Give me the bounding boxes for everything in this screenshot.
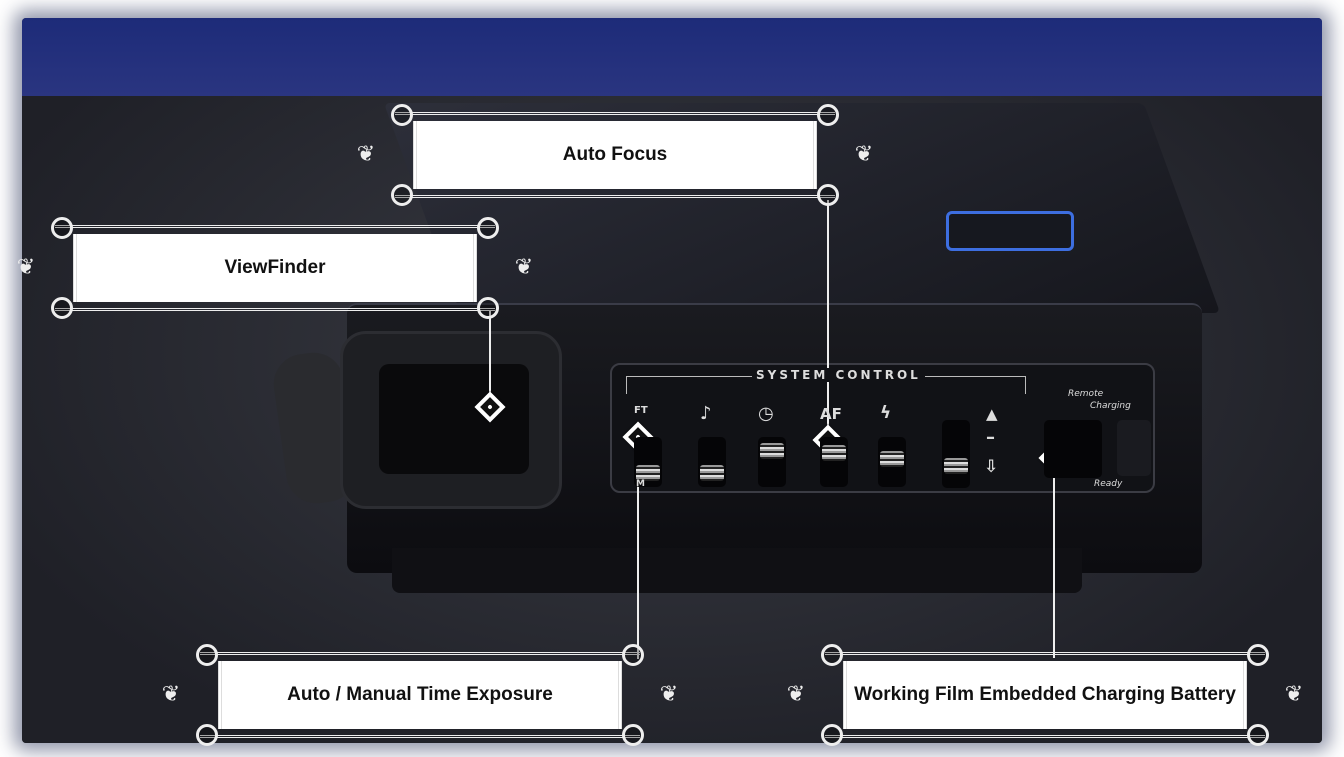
- af-label: AF: [820, 405, 842, 423]
- ornament-icon: [196, 644, 218, 666]
- auto-focus-callout: Auto Focus ❦ ❦: [357, 104, 873, 206]
- ornament-icon: [1247, 724, 1269, 746]
- ready-label: Ready: [1094, 479, 1123, 489]
- sound-icon: ♪: [700, 403, 712, 424]
- flourish-icon: ❦: [659, 682, 679, 707]
- ornament-icon: [51, 297, 73, 319]
- ornament-icon: [391, 104, 413, 126]
- battery-leader: [1053, 458, 1055, 658]
- remote-label: Remote: [1068, 389, 1104, 399]
- af-switch: [820, 437, 848, 487]
- background-cloth: [22, 18, 1322, 96]
- ornament-icon: [821, 644, 843, 666]
- viewfinder-callout: ViewFinder ❦ ❦: [17, 217, 533, 319]
- flourish-icon: ❦: [16, 255, 36, 280]
- ornament-icon: [391, 184, 413, 206]
- ornament-icon: [196, 724, 218, 746]
- flourish-icon: ❦: [1284, 682, 1304, 707]
- ornament-icon: [821, 724, 843, 746]
- camera-base: [392, 548, 1082, 593]
- flourish-icon: ❦: [161, 682, 181, 707]
- exposure-leader: [637, 437, 639, 659]
- battery-callout: Working Film Embedded Charging Battery ❦…: [787, 644, 1303, 746]
- ft-label: FT: [634, 405, 648, 416]
- flourish-icon: ❦: [786, 682, 806, 707]
- sound-switch: [698, 437, 726, 487]
- auto-focus-leader: [827, 200, 829, 440]
- ornament-icon: [622, 724, 644, 746]
- system-control-panel: SYSTEM CONTROL FT M ♪ ◷ AF ϟ ▲ – ⇩ Remot…: [610, 363, 1155, 493]
- timer-icon: ◷: [758, 403, 774, 424]
- flash-icon: ϟ: [880, 403, 892, 423]
- ornament-icon: [817, 104, 839, 126]
- ornament-icon: [1247, 644, 1269, 666]
- remote-window: [1044, 420, 1102, 478]
- flash-switch: [878, 437, 906, 487]
- ornament-icon: [477, 217, 499, 239]
- viewfinder-eyecup: [340, 331, 562, 509]
- ft-m-switch: [634, 437, 662, 487]
- dash: –: [986, 427, 995, 448]
- flourish-icon: ❦: [514, 255, 534, 280]
- ornament-icon: [622, 644, 644, 666]
- battery-label: Working Film Embedded Charging Battery: [843, 661, 1247, 729]
- exposure-switch: [942, 420, 970, 488]
- viewfinder-label: ViewFinder: [73, 234, 477, 302]
- charging-label: Charging: [1090, 401, 1131, 411]
- auto-focus-label: Auto Focus: [413, 121, 817, 189]
- charging-socket: [1117, 420, 1151, 476]
- flourish-icon: ❦: [854, 142, 874, 167]
- exposure-label: Auto / Manual Time Exposure: [218, 661, 622, 729]
- panel-title: SYSTEM CONTROL: [752, 368, 925, 382]
- m-label: M: [636, 479, 645, 489]
- viewfinder-leader: [489, 310, 491, 407]
- up-arrow-icon: ▲: [986, 405, 998, 423]
- shutter-button: [946, 211, 1074, 251]
- timer-switch: [758, 437, 786, 487]
- ornament-icon: [477, 297, 499, 319]
- ornament-icon: [51, 217, 73, 239]
- down-arrow-icon: ⇩: [984, 457, 999, 477]
- flourish-icon: ❦: [356, 142, 376, 167]
- ornament-icon: [817, 184, 839, 206]
- exposure-callout: Auto / Manual Time Exposure ❦ ❦: [162, 644, 678, 746]
